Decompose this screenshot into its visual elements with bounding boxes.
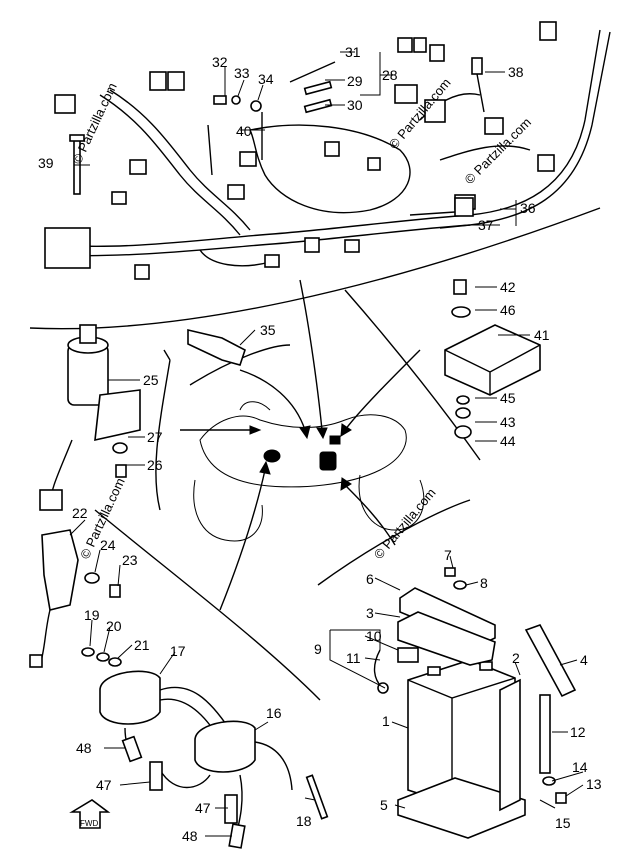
part-12-breather: [539, 694, 551, 774]
leader-lines: [69, 51, 584, 837]
callout-5: 5: [380, 797, 388, 813]
parts-47-48-plug-caps: [121, 735, 246, 849]
callout-40: 40: [236, 123, 252, 139]
location-arrows: [180, 279, 421, 611]
callout-21: 21: [134, 637, 150, 653]
callout-33: 33: [234, 65, 250, 81]
callout-14: 14: [572, 759, 588, 775]
callout-37: 37: [478, 217, 494, 233]
callout-25: 25: [143, 372, 159, 388]
part-35-bracket: [187, 328, 246, 366]
part-25-main-switch: [39, 324, 141, 511]
callout-22: 22: [72, 505, 88, 521]
callout-41: 41: [534, 327, 550, 343]
parts-36-37-relay: [409, 197, 474, 229]
part-16-ignition-coil: [159, 720, 293, 841]
callout-30: 30: [347, 97, 363, 113]
callout-labels: 31 32 33 34 29 28 30 38 40 39 36 37 42 4…: [38, 44, 602, 844]
callout-48-top: 48: [76, 740, 92, 756]
callout-4: 4: [580, 652, 588, 668]
callout-13: 13: [586, 776, 602, 792]
callout-43: 43: [500, 414, 516, 430]
callout-36: 36: [520, 200, 536, 216]
motorcycle-outline: [193, 401, 425, 542]
callout-31: 31: [345, 44, 361, 60]
part-40-cable-ties: [207, 112, 263, 176]
callout-10: 10: [366, 628, 382, 644]
callout-47-bottom: 47: [195, 800, 211, 816]
part-18-bolt: [305, 774, 329, 820]
parts-3-6-bands: [397, 587, 496, 666]
parts-19-21-hardware: [81, 647, 122, 667]
callout-28: 28: [382, 67, 398, 83]
rectifier-location-dot: [319, 451, 337, 471]
callout-46: 46: [500, 302, 516, 318]
callout-44: 44: [500, 433, 516, 449]
parts-7-14-hardware: [373, 567, 567, 804]
ignitor-location-dot: [263, 449, 281, 463]
parts-26-27-hardware: [112, 442, 128, 478]
fwd-arrow: FWD: [69, 799, 111, 829]
callout-18: 18: [296, 813, 312, 829]
callout-16: 16: [266, 705, 282, 721]
callout-47-top: 47: [96, 777, 112, 793]
parts-42-46-hardware: [451, 279, 472, 439]
wire-harness: [44, 21, 611, 280]
callout-3: 3: [366, 605, 374, 621]
divider-ignition-coils: [94, 509, 321, 701]
part-41-rectifier: [444, 324, 541, 396]
callout-39: 39: [38, 155, 54, 171]
callout-17: 17: [170, 643, 186, 659]
divider-battery: [317, 499, 471, 586]
part-2-cover: [499, 678, 521, 812]
part-4-bracket: [524, 624, 577, 698]
callout-27: 27: [147, 429, 163, 445]
callout-9: 9: [314, 641, 322, 657]
parts-32-34-screws: [213, 95, 262, 112]
callout-20: 20: [106, 618, 122, 634]
callout-38: 38: [508, 64, 524, 80]
callout-1: 1: [382, 713, 390, 729]
callout-6: 6: [366, 571, 374, 587]
callout-42: 42: [500, 279, 516, 295]
callout-29: 29: [347, 73, 363, 89]
watermark-1: © Partzilla.com: [69, 81, 120, 167]
parts-23-24-hardware: [84, 572, 121, 598]
callout-12: 12: [570, 724, 586, 740]
part-38-clamp: [471, 57, 485, 113]
callout-11: 11: [346, 650, 361, 666]
callout-45: 45: [500, 390, 516, 406]
watermarks: © Partzilla.com © Partzilla.com © Partzi…: [69, 75, 534, 562]
parts-29-31-fuses: [289, 61, 336, 114]
callout-7: 7: [444, 547, 452, 563]
callout-23: 23: [122, 552, 138, 568]
divider-bracket: [189, 344, 291, 386]
part-5-battery-tray: [397, 777, 526, 839]
fwd-label: FWD: [80, 819, 98, 828]
callout-8: 8: [480, 575, 488, 591]
callout-48-bottom: 48: [182, 828, 198, 844]
part-22-ignitor: [29, 529, 79, 668]
callout-19: 19: [84, 607, 100, 623]
callout-34: 34: [258, 71, 274, 87]
callout-35: 35: [260, 322, 276, 338]
callout-15: 15: [555, 815, 571, 831]
callout-24: 24: [100, 537, 116, 553]
divider-ignition: [155, 349, 171, 511]
callout-2: 2: [512, 650, 520, 666]
part-39-bolt: [69, 134, 85, 195]
callout-26: 26: [147, 457, 163, 473]
callout-32: 32: [212, 54, 228, 70]
